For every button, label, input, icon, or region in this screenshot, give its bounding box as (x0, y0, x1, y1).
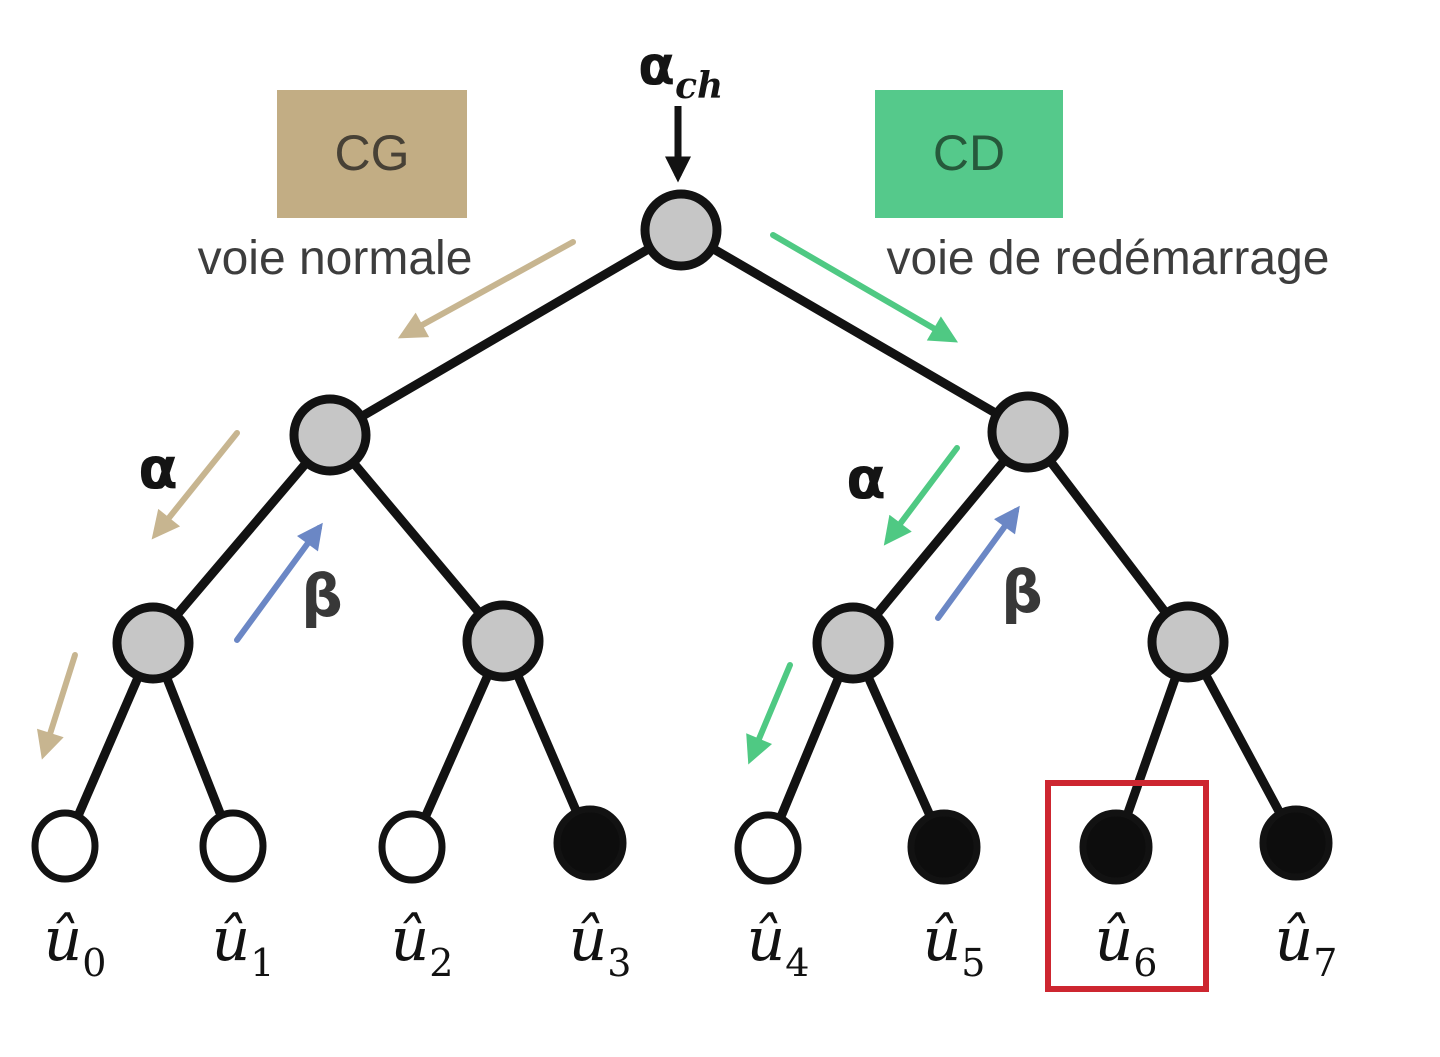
leaf-label-u4-base: û (747, 905, 786, 975)
root-node (640, 189, 722, 271)
leaf-label-u0-base: û (44, 905, 83, 975)
green-arrow-alpha-right (883, 445, 960, 546)
beta-label-left: β (301, 562, 343, 630)
cd-legend-label: CD (933, 125, 1005, 181)
edge-left-rightchild (326, 432, 507, 644)
edge-right-rightchild (1024, 429, 1192, 645)
leaf-label-u1: û1 (212, 905, 275, 985)
blue-arrow-beta-right (935, 505, 1020, 621)
leaf-node-u6 (1079, 809, 1153, 885)
tree-edges (60, 226, 1300, 850)
node-right-left (812, 602, 894, 684)
leaf-label-u5-sub: 5 (961, 941, 985, 985)
node-left-left (112, 602, 194, 684)
leaf-label-u7: û7 (1275, 905, 1338, 985)
leaf-label-u0: û0 (44, 905, 107, 985)
normal-path-label: voie normale (198, 232, 473, 285)
leaf-label-u6-sub: 6 (1133, 941, 1157, 985)
leaf-label-u3-sub: 3 (607, 941, 631, 985)
leaf-label-u4-sub: 4 (785, 941, 809, 985)
node-left (289, 394, 371, 476)
leaf-node-u2 (378, 810, 446, 884)
beta-label-right: β (1001, 558, 1043, 626)
node-right-right (1147, 601, 1229, 683)
edge-root-right (678, 226, 1031, 436)
cd-legend-box (875, 90, 1063, 218)
leaf-label-u5-base: û (923, 905, 962, 975)
alpha-ch-subscript: ch (675, 65, 723, 107)
edge-left-leftchild (149, 432, 334, 646)
tan-arrow-lower-left (36, 652, 78, 760)
leaf-label-u7-base: û (1275, 905, 1314, 975)
leaf-nodes (31, 805, 1333, 885)
cg-legend-label: CG (335, 125, 410, 181)
leaf-label-u0-sub: 0 (82, 941, 106, 985)
restart-path-label: voie de redémarrage (887, 232, 1330, 285)
tan-arrow-alpha-left (151, 430, 240, 540)
leaf-node-u1 (199, 809, 267, 883)
edge-right-leftchild (849, 429, 1032, 646)
leaf-node-u5 (907, 809, 981, 885)
green-arrow-main-right (770, 232, 959, 343)
internal-nodes (112, 189, 1229, 684)
leaf-label-u6-base: û (1095, 905, 1134, 975)
leaf-label-u2-base: û (391, 905, 430, 975)
flow-arrows (36, 232, 1020, 765)
cg-legend-box (277, 90, 467, 218)
node-left-right (462, 600, 544, 682)
leaf-label-u4: û4 (747, 905, 810, 985)
leaf-label-u6: û6 (1095, 905, 1158, 985)
alpha-label-left: α (138, 434, 178, 502)
alpha-label-right: α (846, 444, 886, 512)
leaf-node-u3 (553, 805, 627, 881)
leaf-label-u7-sub: 7 (1313, 941, 1337, 985)
leaf-label-u2: û2 (391, 905, 454, 985)
tan-arrow-main-left (397, 239, 576, 339)
alpha-ch-label: αch (638, 34, 723, 107)
leaf-labels: û0 û1 û2 û3 û4 û5 û6 û7 (44, 905, 1338, 985)
alpha-ch-base: α (638, 34, 675, 97)
leaf-label-u1-sub: 1 (250, 941, 274, 985)
leaf-node-u0 (31, 809, 99, 883)
leaf-label-u3-base: û (569, 905, 608, 975)
leaf-label-u5: û5 (923, 905, 986, 985)
leaf-node-u4 (734, 811, 802, 885)
leaf-label-u3: û3 (569, 905, 632, 985)
leaf-label-u1-base: û (212, 905, 251, 975)
leaf-node-u7 (1259, 805, 1333, 881)
blue-arrow-beta-left (234, 522, 323, 643)
green-arrow-lower-right (746, 662, 793, 765)
leaf-label-u2-sub: 2 (429, 941, 453, 985)
edge-root-left (327, 226, 684, 439)
node-right (987, 391, 1069, 473)
highlight-box-u6 (1045, 780, 1209, 992)
